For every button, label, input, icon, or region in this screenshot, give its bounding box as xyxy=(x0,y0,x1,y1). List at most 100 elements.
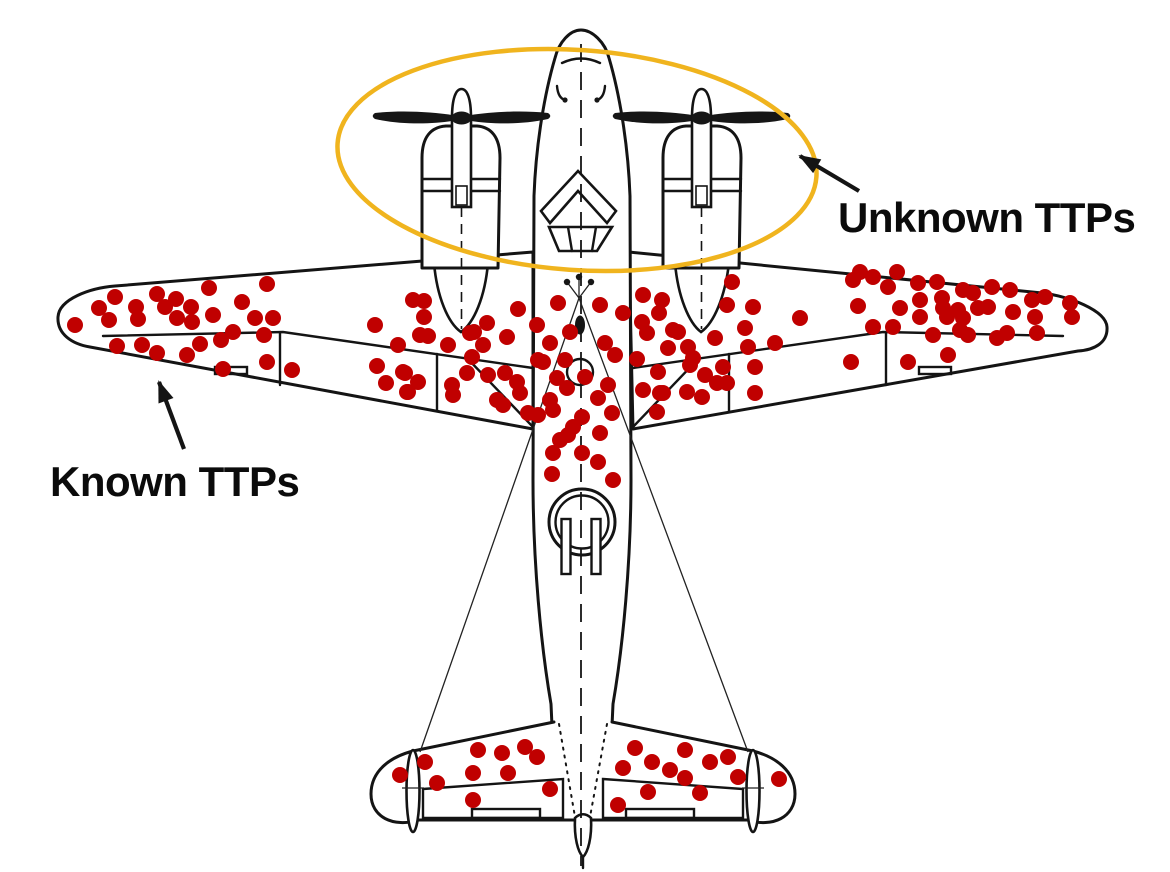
bullet-hole xyxy=(984,279,1000,295)
right-propeller-blade-outer xyxy=(711,111,791,124)
bullet-hole xyxy=(912,309,928,325)
left-tail-fin xyxy=(405,748,421,834)
bullet-hole xyxy=(600,377,616,393)
bullet-hole xyxy=(615,760,631,776)
dorsal-turret xyxy=(547,487,617,576)
bullet-hole xyxy=(929,274,945,290)
bullet-hole xyxy=(1064,309,1080,325)
bullet-hole xyxy=(740,339,756,355)
bullet-hole xyxy=(925,327,941,343)
bullet-hole xyxy=(720,749,736,765)
bullet-hole xyxy=(440,337,456,353)
bullet-hole xyxy=(205,307,221,323)
right-wing xyxy=(627,250,1109,431)
bullet-hole xyxy=(529,749,545,765)
bullet-hole xyxy=(497,365,513,381)
bullet-hole xyxy=(745,299,761,315)
bullet-hole xyxy=(530,352,546,368)
bullet-hole xyxy=(852,264,868,280)
bullet-hole xyxy=(429,775,445,791)
bullet-hole xyxy=(640,784,656,800)
bullet-hole xyxy=(885,319,901,335)
bullet-hole xyxy=(627,740,643,756)
unknown-ttps-ellipse xyxy=(335,46,819,274)
bullet-hole xyxy=(577,369,593,385)
unknown-ttps-label: Unknown TTPs xyxy=(838,194,1136,241)
bullet-hole xyxy=(940,347,956,363)
bullet-hole xyxy=(1027,309,1043,325)
bullet-hole xyxy=(397,365,413,381)
bullet-hole xyxy=(767,335,783,351)
bullet-hole xyxy=(550,295,566,311)
bullet-hole xyxy=(179,347,195,363)
bullet-hole xyxy=(1005,304,1021,320)
bullet-hole xyxy=(692,785,708,801)
bullet-hole xyxy=(1029,325,1045,341)
bullet-hole xyxy=(843,354,859,370)
bullet-hole xyxy=(654,292,670,308)
bullet-hole xyxy=(694,389,710,405)
bullet-hole xyxy=(259,354,275,370)
bullet-hole xyxy=(955,310,971,326)
bullet-hole xyxy=(445,387,461,403)
bullet-hole xyxy=(149,286,165,302)
bullet-hole xyxy=(529,317,545,333)
bullet-hole xyxy=(677,770,693,786)
bullet-hole xyxy=(1062,295,1078,311)
bullet-hole xyxy=(980,299,996,315)
right-engine xyxy=(612,87,791,329)
bullet-hole xyxy=(889,264,905,280)
bullet-hole xyxy=(367,317,383,333)
bullet-hole xyxy=(495,397,511,413)
left-propeller-blade-inner xyxy=(471,111,551,124)
bullet-hole xyxy=(470,742,486,758)
bullet-hole xyxy=(559,380,575,396)
bullet-hole xyxy=(542,781,558,797)
bullet-hole xyxy=(574,445,590,461)
bullet-hole xyxy=(715,359,731,375)
bullet-hole xyxy=(730,769,746,785)
bullet-hole xyxy=(562,324,578,340)
turret-gun-left xyxy=(560,517,572,576)
bullet-hole xyxy=(552,432,568,448)
right-elevator xyxy=(601,777,745,820)
left-engine xyxy=(372,87,551,329)
bullet-hole xyxy=(644,754,660,770)
bullet-hole xyxy=(724,274,740,290)
bullet-hole xyxy=(184,314,200,330)
left-spinner xyxy=(450,87,473,120)
bullet-hole xyxy=(1024,292,1040,308)
bullet-hole xyxy=(960,327,976,343)
bullet-hole xyxy=(662,762,678,778)
nose-fittings xyxy=(555,84,607,103)
bullet-hole xyxy=(544,466,560,482)
bullet-hole xyxy=(719,375,735,391)
bullet-hole xyxy=(771,771,787,787)
bullet-hole xyxy=(702,754,718,770)
bullet-hole xyxy=(215,361,231,377)
bullet-hole xyxy=(168,291,184,307)
bullet-hole xyxy=(900,354,916,370)
bullet-hole xyxy=(912,292,928,308)
bullet-hole xyxy=(865,319,881,335)
bullet-hole xyxy=(183,299,199,315)
bullet-hole xyxy=(67,317,83,333)
bullet-hole xyxy=(590,390,606,406)
bullet-hole xyxy=(479,315,495,331)
bullet-hole xyxy=(169,310,185,326)
bullet-hole xyxy=(635,382,651,398)
bullet-hole xyxy=(607,347,623,363)
bullet-hole xyxy=(517,739,533,755)
bullet-hole xyxy=(392,767,408,783)
bullet-hole xyxy=(247,310,263,326)
bullet-hole xyxy=(416,293,432,309)
bullet-hole xyxy=(192,336,208,352)
bullet-hole xyxy=(629,351,645,367)
bullet-hole xyxy=(682,357,698,373)
bullet-hole xyxy=(747,385,763,401)
bullet-hole xyxy=(234,294,250,310)
tail-assembly xyxy=(369,720,797,870)
bullet-hole xyxy=(1002,282,1018,298)
